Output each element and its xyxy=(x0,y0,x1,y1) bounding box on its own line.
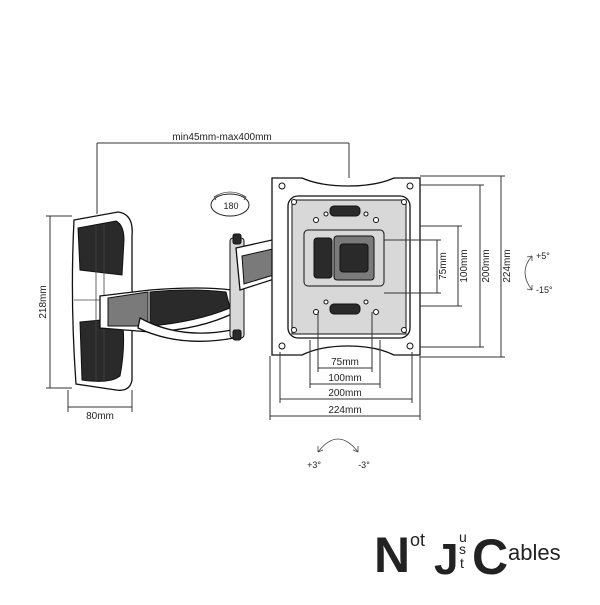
svg-text:J: J xyxy=(434,535,458,580)
vesa-75-h-label: 75mm xyxy=(438,252,449,280)
wall-height-label: 218mm xyxy=(38,285,49,318)
rotation-indicator: +3° -3° xyxy=(307,438,370,470)
svg-text:N: N xyxy=(374,527,410,580)
svg-text:ot: ot xyxy=(410,530,425,550)
tilt-up-label: +5° xyxy=(536,251,550,261)
rotate-plus-label: +3° xyxy=(307,460,321,470)
notjustcables-logo: N ot J u s t C ables xyxy=(372,520,582,585)
tilt-down-label: -15° xyxy=(536,285,553,295)
vertical-dimensions: 75mm 100mm 200mm 224mm xyxy=(384,175,513,358)
logo-mark: N ot J u s t C ables xyxy=(374,527,561,585)
plate-224-h-label: 224mm xyxy=(502,249,513,282)
rotate-minus-label: -3° xyxy=(358,460,370,470)
svg-text:t: t xyxy=(460,555,464,571)
tv-plate xyxy=(271,177,421,356)
wall-height-dimension: 218mm xyxy=(38,215,72,389)
vesa-100-w-label: 100mm xyxy=(328,373,361,384)
svg-text:s: s xyxy=(459,541,466,557)
plate-224-w-label: 224mm xyxy=(328,405,361,416)
wall-width-dimension: 80mm xyxy=(67,390,133,422)
vesa-100-h-label: 100mm xyxy=(459,249,470,282)
svg-text:C: C xyxy=(472,529,508,580)
horizontal-dimensions: 75mm 100mm 200mm 224mm xyxy=(269,312,421,420)
tilt-indicator: +5° -15° xyxy=(524,251,553,295)
svg-text:ables: ables xyxy=(508,540,561,565)
swing-arm xyxy=(99,233,297,342)
arm-extension-dimension: min45mm-max400mm xyxy=(96,132,350,214)
svg-text:u: u xyxy=(459,529,467,545)
swivel-indicator: 180 xyxy=(210,191,250,217)
swivel-label: 180 xyxy=(223,201,238,211)
vesa-200-w-label: 200mm xyxy=(328,388,361,399)
arm-extension-label: min45mm-max400mm xyxy=(172,132,271,143)
vesa-200-h-label: 200mm xyxy=(481,249,492,282)
vesa-75-w-label: 75mm xyxy=(331,357,359,368)
wall-width-label: 80mm xyxy=(86,411,114,422)
